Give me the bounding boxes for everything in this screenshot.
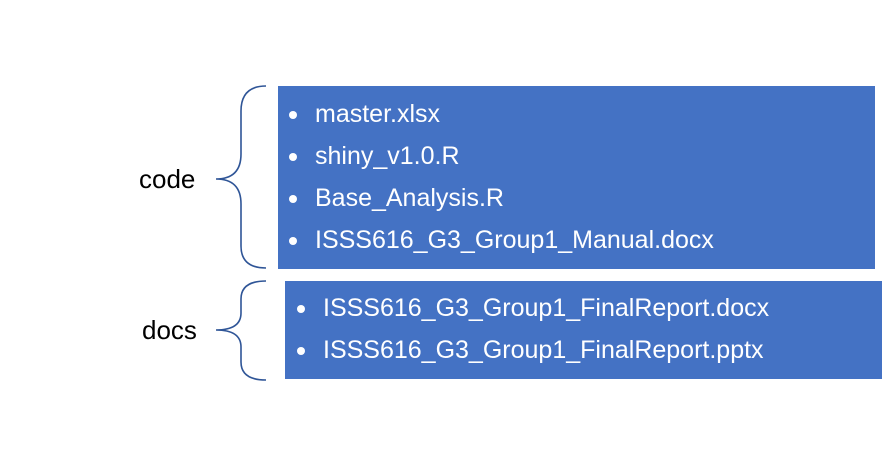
code-group-label: code bbox=[139, 164, 196, 194]
bullet-icon bbox=[289, 153, 297, 161]
file-name: ISSS616_G3_Group1_FinalReport.docx bbox=[323, 294, 770, 322]
docs-group-label: docs bbox=[142, 315, 197, 345]
bullet-icon bbox=[297, 347, 305, 355]
docs-files-box: ISSS616_G3_Group1_FinalReport.docx ISSS6… bbox=[285, 281, 882, 379]
docs-brace-icon bbox=[215, 280, 267, 381]
bullet-icon bbox=[289, 195, 297, 203]
bullet-icon bbox=[289, 237, 297, 245]
code-files-box: master.xlsx shiny_v1.0.R Base_Analysis.R… bbox=[278, 86, 875, 269]
file-name: master.xlsx bbox=[315, 100, 441, 128]
bullet-icon bbox=[289, 111, 297, 119]
code-brace-icon bbox=[215, 85, 267, 269]
file-name: shiny_v1.0.R bbox=[315, 142, 460, 170]
bullet-icon bbox=[297, 305, 305, 313]
file-name: ISSS616_G3_Group1_Manual.docx bbox=[315, 226, 714, 254]
file-name: Base_Analysis.R bbox=[315, 184, 504, 212]
file-name: ISSS616_G3_Group1_FinalReport.pptx bbox=[323, 336, 764, 364]
